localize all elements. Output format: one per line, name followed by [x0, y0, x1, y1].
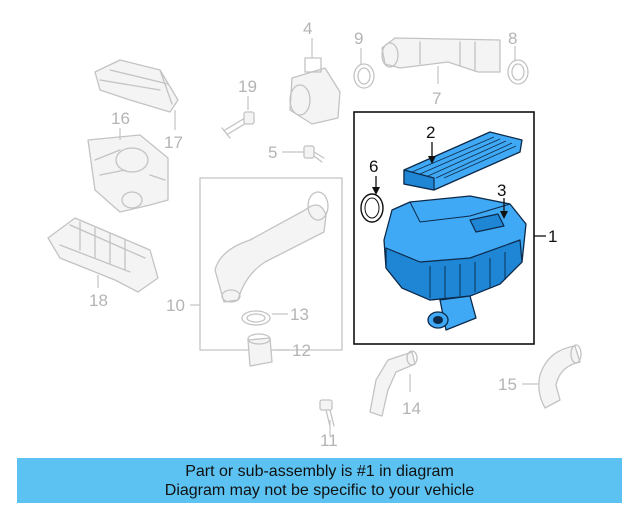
- callout-7: 7: [432, 89, 441, 108]
- callout-9: 9: [354, 29, 363, 48]
- callout-17: 17: [164, 133, 183, 152]
- part-19-bolt: [221, 111, 255, 139]
- part-7-hose: [381, 37, 501, 73]
- footer-line-1: Part or sub-assembly is #1 in diagram: [185, 462, 454, 480]
- callout-4: 4: [303, 19, 312, 38]
- callout-1: 1: [548, 227, 557, 246]
- callout-15: 15: [498, 375, 517, 394]
- part-16-inlet-housing: [87, 134, 169, 213]
- part-8-clamp: [507, 59, 529, 85]
- callout-2: 2: [426, 123, 435, 142]
- part-4-maf-sensor: [289, 57, 341, 125]
- callout-18: 18: [89, 291, 108, 310]
- part-14-breather-tube: [369, 350, 418, 417]
- part-15-elbow-hose: [538, 344, 582, 409]
- callout-12: 12: [292, 341, 311, 360]
- callout-8: 8: [508, 29, 517, 48]
- callout-3: 3: [497, 181, 506, 200]
- part-17-duct-cover: [94, 59, 179, 130]
- callout-10: 10: [166, 296, 185, 315]
- footer-line-2: Diagram may not be specific to your vehi…: [164, 481, 475, 499]
- callout-6: 6: [369, 157, 378, 176]
- callout-11: 11: [320, 431, 338, 450]
- part-12-sleeve: [247, 333, 273, 367]
- part-11-bolt: [319, 399, 335, 427]
- part-9-clamp: [353, 63, 375, 89]
- callout-19: 19: [238, 77, 257, 96]
- subassembly-box-1: [353, 111, 535, 345]
- footer-banner: Part or sub-assembly is #1 in diagram Di…: [17, 458, 622, 503]
- callout-16: 16: [111, 109, 130, 128]
- part-5-bolt: [299, 145, 325, 163]
- part-13-gasket: [241, 310, 271, 326]
- part-6-seal: [360, 193, 384, 223]
- callout-13: 13: [290, 305, 309, 324]
- part-18-lower-duct: [47, 217, 159, 293]
- part-10-tube: [214, 191, 329, 303]
- part-3-bracket: [469, 213, 505, 233]
- parts-diagram: 17 16 18 19 4 5 9: [47, 19, 582, 450]
- part-2-air-filter: [403, 131, 523, 191]
- callout-14: 14: [402, 399, 421, 418]
- callout-5: 5: [268, 143, 277, 162]
